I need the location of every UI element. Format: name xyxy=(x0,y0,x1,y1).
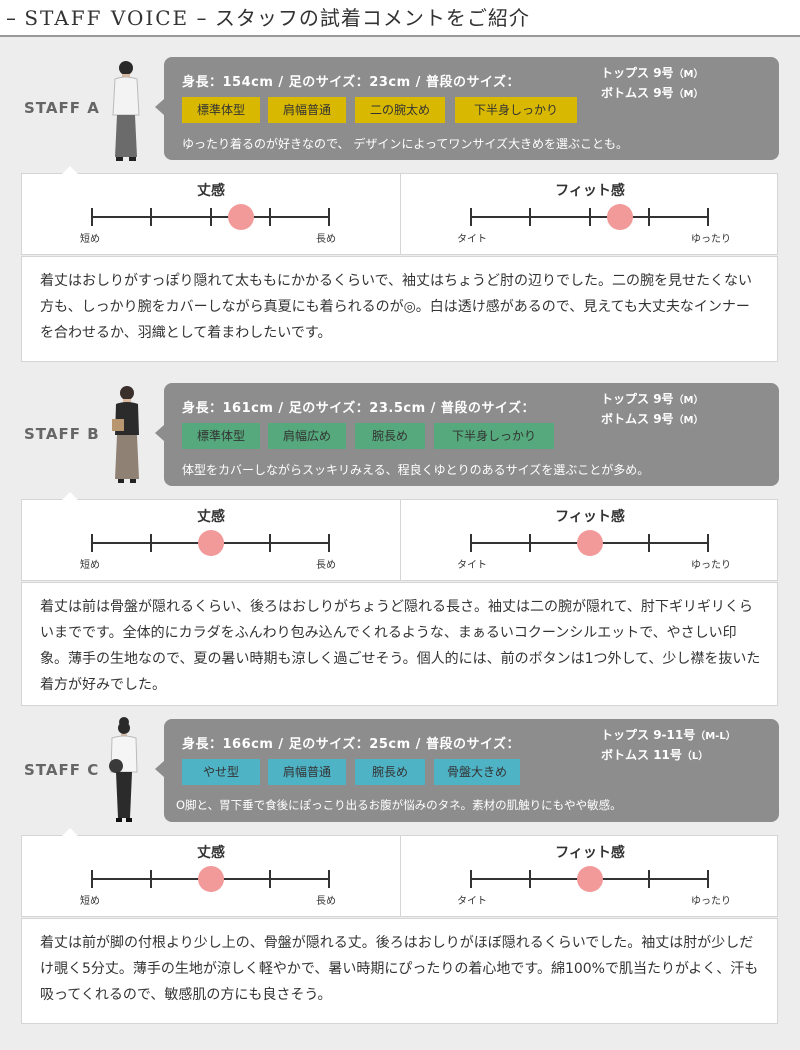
length-marker xyxy=(198,530,224,556)
staff-info-box: 身長：161cm / 足のサイズ：23.5cm / 普段のサイズ： トップス 9… xyxy=(155,383,779,486)
staff-a-photo xyxy=(112,61,140,161)
title-en: STAFF VOICE xyxy=(24,6,190,30)
length-marker xyxy=(227,204,254,230)
staff-description: O脚と、胃下垂で食後にぽっこり出るお腹が悩みのタネ。素材の肌触りにもやや敏感。 xyxy=(176,798,622,812)
body-tag: 下半身しっかり xyxy=(455,97,577,123)
length-scale-title: 丈感 xyxy=(197,845,225,861)
fit-marker xyxy=(577,866,603,892)
staff-comment: 着丈は前は骨盤が隠れるくらい、後ろはおしりがちょうど隠れる長さ。袖丈は二の腕が隠… xyxy=(21,582,778,706)
length-scale: 丈感 短め 長め xyxy=(22,836,400,916)
tops-size: トップス 9-11号（M-L） xyxy=(601,728,736,742)
length-low-label: 短め xyxy=(80,234,100,245)
bottoms-size: ボトムス 11号（L） xyxy=(601,748,709,762)
title-dash-left: – xyxy=(6,6,17,30)
header-divider xyxy=(0,35,800,37)
fit-low-label: タイト xyxy=(457,560,487,571)
fit-scale: フィット感 タイト ゆったり xyxy=(401,500,779,580)
body-tag: 腕長め xyxy=(355,423,425,449)
length-scale: 丈感 短め 長め xyxy=(22,500,400,580)
staff-stats: 身長：161cm / 足のサイズ：23.5cm / 普段のサイズ： xyxy=(182,401,536,416)
fit-scale: フィット感 タイト ゆったり xyxy=(401,174,779,254)
body-tag: 骨盤大きめ xyxy=(434,759,520,785)
fit-scale: フィット感 タイト ゆったり xyxy=(401,836,779,916)
rating-panel: 丈感 短め 長め フィット感 タイト ゆったり xyxy=(21,166,779,255)
staff-description: ゆったり着るのが好きなので、 デザインによってワンサイズ大きめを選ぶことも。 xyxy=(182,137,629,151)
staff-info-box: 身長：166cm / 足のサイズ：25cm / 普段のサイズ： トップス 9-1… xyxy=(155,719,779,822)
staff-c-photo xyxy=(109,717,138,822)
staff-label: STAFF A xyxy=(24,99,100,117)
bottoms-size: ボトムス 9号（M） xyxy=(601,86,704,100)
comment-text: 着丈はおしりがすっぽり隠れて太ももにかかるくらいで、袖丈はちょうど肘の辺りでした… xyxy=(40,273,753,341)
fit-low-label: タイト xyxy=(457,234,487,245)
length-scale-title: 丈感 xyxy=(197,509,225,525)
staff-description: 体型をカバーしながらスッキリみえる、程良くゆとりのあるサイズを選ぶことが多め。 xyxy=(182,463,650,477)
page-header: – STAFF VOICE – スタッフの試着コメントをご紹介 xyxy=(0,0,800,34)
length-scale-title: 丈感 xyxy=(197,183,225,199)
body-tag: 標準体型 xyxy=(182,423,260,449)
tops-size: トップス 9号（M） xyxy=(601,66,704,80)
title-jp: スタッフの試着コメントをご紹介 xyxy=(214,6,530,30)
fit-marker xyxy=(577,530,603,556)
fit-scale-title: フィット感 xyxy=(555,509,625,525)
staff-usual-sizes: トップス 9号（M） ボトムス 9号（M） xyxy=(601,64,704,104)
title-dash-right: – xyxy=(196,6,208,30)
staff-b-photo xyxy=(112,386,139,483)
comment-text: 着丈は前が脚の付根より少し上の、骨盤が隠れる丈。後ろはおしりがほぼ隠れるくらいで… xyxy=(40,935,759,1003)
staff-label: STAFF B xyxy=(24,425,100,443)
length-low-label: 短め xyxy=(80,560,100,571)
fit-high-label: ゆったり xyxy=(691,234,731,245)
fit-low-label: タイト xyxy=(457,896,487,907)
page-title: – STAFF VOICE – スタッフの試着コメントをご紹介 xyxy=(6,2,530,31)
rating-panel: 丈感 短め 長め フィット感 タイト ゆったり xyxy=(21,828,779,917)
staff-usual-sizes: トップス 9-11号（M-L） ボトムス 11号（L） xyxy=(601,726,736,766)
staff-usual-sizes: トップス 9号（M） ボトムス 9号（M） xyxy=(601,390,704,430)
length-scale: 丈感 短め 長め xyxy=(22,174,400,254)
comment-text: 着丈は前は骨盤が隠れるくらい、後ろはおしりがちょうど隠れる長さ。袖丈は二の腕が隠… xyxy=(40,599,761,693)
fit-marker xyxy=(606,204,633,230)
length-high-label: 長め xyxy=(316,896,336,907)
staff-stats: 身長：154cm / 足のサイズ：23cm / 普段のサイズ： xyxy=(182,75,521,90)
body-tag: 二の腕太め xyxy=(355,97,445,123)
body-tag: 腕長め xyxy=(355,759,425,785)
rating-panel: 丈感 短め 長め フィット感 タイト ゆったり xyxy=(21,492,779,581)
length-high-label: 長め xyxy=(316,234,336,245)
body-tag: 標準体型 xyxy=(182,97,260,123)
bottoms-size: ボトムス 9号（M） xyxy=(601,412,704,426)
staff-label: STAFF C xyxy=(24,761,100,779)
body-tag: 肩幅広め xyxy=(268,423,346,449)
body-tag: 下半身しっかり xyxy=(434,423,554,449)
body-tag: 肩幅普通 xyxy=(268,97,346,123)
length-marker xyxy=(198,866,224,892)
staff-comment: 着丈はおしりがすっぽり隠れて太ももにかかるくらいで、袖丈はちょうど肘の辺りでした… xyxy=(21,256,778,362)
body-tag: やせ型 xyxy=(182,759,260,785)
length-low-label: 短め xyxy=(80,896,100,907)
body-tag: 肩幅普通 xyxy=(268,759,346,785)
staff-comment: 着丈は前が脚の付根より少し上の、骨盤が隠れる丈。後ろはおしりがほぼ隠れるくらいで… xyxy=(21,918,778,1024)
fit-high-label: ゆったり xyxy=(691,560,731,571)
fit-scale-title: フィット感 xyxy=(555,845,625,861)
staff-info-box: 身長：154cm / 足のサイズ：23cm / 普段のサイズ： トップス 9号（… xyxy=(155,57,779,160)
length-high-label: 長め xyxy=(316,560,336,571)
fit-scale-title: フィット感 xyxy=(555,183,625,199)
staff-stats: 身長：166cm / 足のサイズ：25cm / 普段のサイズ： xyxy=(182,737,521,752)
fit-high-label: ゆったり xyxy=(691,896,731,907)
tops-size: トップス 9号（M） xyxy=(601,392,704,406)
